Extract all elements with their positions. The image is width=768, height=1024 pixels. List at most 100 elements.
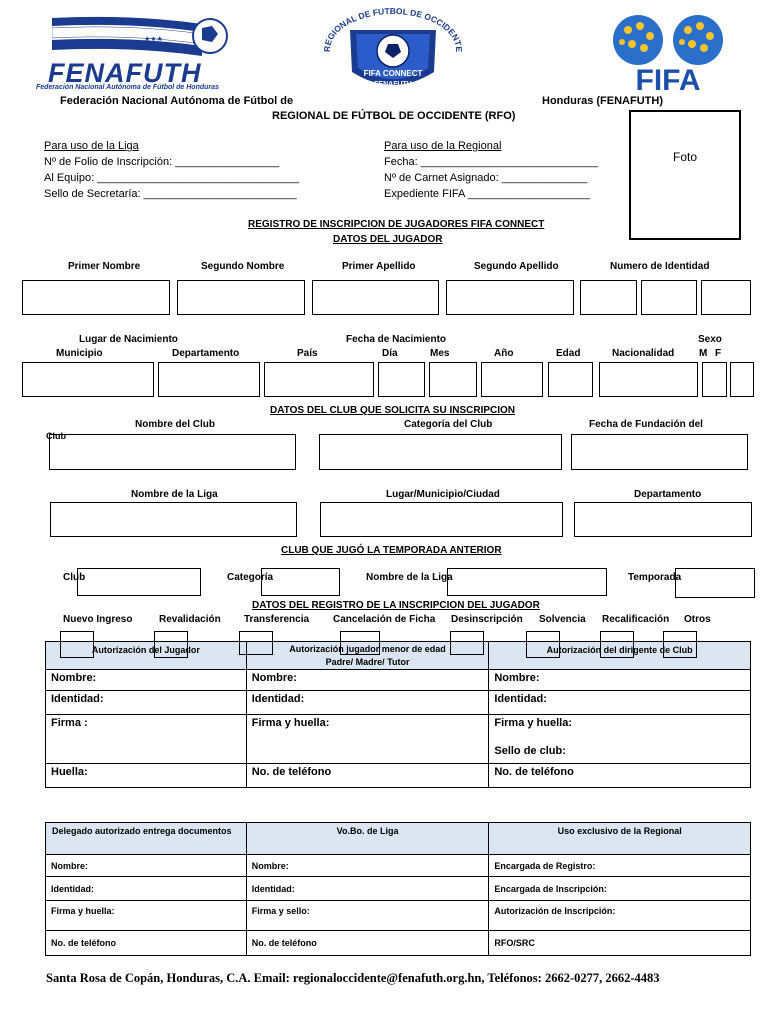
pais-input[interactable]	[264, 362, 374, 397]
segundo-nombre-label: Segundo Nombre	[201, 261, 285, 272]
table-row: Huella: No. de teléfono No. de teléfono	[45, 763, 751, 788]
nuevo-ingreso-checkbox[interactable]	[60, 631, 94, 658]
auth-nombre-tutor[interactable]: Nombre:	[245, 669, 490, 691]
otros-checkbox[interactable]	[663, 631, 697, 658]
edad-label: Edad	[556, 348, 581, 359]
primer-nombre-label: Primer Nombre	[68, 261, 141, 272]
auth-header-menor-sub: Padre/ Madre/ Tutor	[325, 657, 410, 667]
departamento-input[interactable]	[158, 362, 260, 397]
fecha-fundacion-label: Fecha de Fundación del	[589, 419, 703, 430]
categoria-club-label: Categoría del Club	[404, 419, 493, 430]
nombre-club-label: Nombre del Club	[135, 419, 216, 430]
recalificacion-checkbox[interactable]	[600, 631, 634, 658]
nacionalidad-input[interactable]	[599, 362, 698, 397]
folio-field[interactable]: Nº de Folio de Inscripción: ____________…	[44, 156, 280, 168]
nombre-liga-label: Nombre de la Liga	[131, 489, 218, 500]
auth-header-jugador: Autorización del Jugador	[45, 641, 247, 670]
auth-identidad-jugador[interactable]: Identidad:	[45, 690, 247, 715]
prev-club-input[interactable]	[77, 568, 201, 596]
prev-categoria-input[interactable]	[261, 568, 340, 596]
auth-telefono-dirigente[interactable]: No. de teléfono	[488, 763, 751, 788]
reg-type-revalidacion: Revalidación	[159, 614, 221, 625]
solvencia-checkbox[interactable]	[526, 631, 560, 658]
authorization-table: Autorización del Jugador Autorización ju…	[45, 641, 751, 788]
sexo-f-checkbox[interactable]	[730, 362, 754, 397]
auth-nombre-dirigente[interactable]: Nombre:	[488, 669, 751, 691]
municipio-input[interactable]	[22, 362, 154, 397]
regional-use-title: Para uso de la Regional	[384, 140, 502, 152]
dia-label: Día	[382, 348, 398, 359]
reg-type-title: DATOS DEL REGISTRO DE LA INSCRIPCION DEL…	[252, 600, 540, 611]
fecha-nacimiento-label: Fecha de Nacimiento	[346, 334, 447, 345]
delivery-identidad-liga[interactable]: Identidad:	[245, 876, 490, 901]
registro-title: REGISTRO DE INSCRIPCION DE JUGADORES FIF…	[248, 219, 545, 230]
nacionalidad-label: Nacionalidad	[612, 348, 675, 359]
nombre-club-input[interactable]	[49, 434, 296, 470]
desinscripcion-checkbox[interactable]	[450, 631, 484, 655]
photo-label: Foto	[672, 150, 697, 164]
sexo-f-label: F	[715, 348, 722, 359]
sexo-m-checkbox[interactable]	[702, 362, 727, 397]
regional-title: REGIONAL DE FÚTBOL DE OCCIDENTE (RFO)	[272, 110, 516, 122]
revalidacion-checkbox[interactable]	[154, 631, 188, 658]
delivery-identidad-delegado[interactable]: Identidad:	[45, 876, 247, 901]
municipio-label: Municipio	[56, 348, 103, 359]
prev-liga-input[interactable]	[447, 568, 607, 596]
fecha-field[interactable]: Fecha: _____________________________	[384, 156, 599, 168]
edad-input[interactable]	[548, 362, 593, 397]
carnet-field[interactable]: Nº de Carnet Asignado: ______________	[384, 172, 588, 184]
delivery-firma-liga[interactable]: Firma y sello:	[245, 900, 490, 931]
club-departamento-label: Departamento	[634, 489, 702, 500]
auth-header-menor-text: Autorización jugador menor de edad	[289, 644, 446, 654]
segundo-apellido-input[interactable]	[446, 280, 574, 315]
delivery-nombre-liga[interactable]: Nombre:	[245, 854, 490, 877]
svg-text:★★★: ★★★	[144, 35, 163, 43]
prev-season-title: CLUB QUE JUGÓ LA TEMPORADA ANTERIOR	[281, 545, 502, 556]
dia-input[interactable]	[378, 362, 425, 397]
sello-field[interactable]: Sello de Secretaría: ___________________…	[44, 188, 297, 200]
club-title: DATOS DEL CLUB QUE SOLICITA SU INSCRIPCI…	[270, 405, 516, 416]
club-departamento-input[interactable]	[574, 502, 752, 537]
club-overlap-label: Club	[46, 431, 66, 441]
identidad-input-3[interactable]	[701, 280, 751, 315]
identidad-input-2[interactable]	[641, 280, 697, 315]
prev-temporada-input[interactable]	[675, 568, 755, 598]
mes-input[interactable]	[429, 362, 477, 397]
primer-apellido-input[interactable]	[312, 280, 439, 315]
delivery-autorizacion-inscripcion[interactable]: Autorización de Inscripción:	[488, 900, 751, 931]
auth-firma-dirigente[interactable]: Firma y huella: Sello de club:	[488, 714, 751, 764]
sexo-label: Sexo	[698, 334, 722, 345]
delivery-encargada-registro[interactable]: Encargada de Registro:	[488, 854, 751, 877]
equipo-field[interactable]: Al Equipo: _____________________________…	[44, 172, 300, 184]
departamento-label: Departamento	[172, 348, 240, 359]
nombre-liga-input[interactable]	[50, 502, 297, 537]
delivery-rfo-src[interactable]: RFO/SRC	[488, 930, 751, 956]
auth-telefono-tutor[interactable]: No. de teléfono	[245, 763, 490, 788]
auth-firma-tutor[interactable]: Firma y huella:	[245, 714, 490, 764]
auth-firma-jugador[interactable]: Firma :	[45, 714, 247, 764]
segundo-nombre-input[interactable]	[177, 280, 305, 315]
identidad-input-1[interactable]	[580, 280, 637, 315]
auth-identidad-tutor[interactable]: Identidad:	[245, 690, 490, 715]
delivery-telefono-delegado[interactable]: No. de teléfono	[45, 930, 247, 956]
categoria-club-input[interactable]	[319, 434, 562, 470]
cancelacion-checkbox[interactable]	[340, 631, 380, 655]
expediente-field[interactable]: Expediente FIFA ____________________	[384, 188, 591, 200]
transferencia-checkbox[interactable]	[239, 631, 273, 655]
photo-box[interactable]: Foto	[629, 110, 741, 240]
primer-nombre-input[interactable]	[22, 280, 170, 315]
anio-input[interactable]	[481, 362, 543, 397]
delivery-encargada-inscripcion[interactable]: Encargada de Inscripción:	[488, 876, 751, 901]
delivery-firma-delegado[interactable]: Firma y huella:	[45, 900, 247, 931]
fecha-fundacion-input[interactable]	[571, 434, 748, 470]
delivery-telefono-liga[interactable]: No. de teléfono	[245, 930, 490, 956]
prev-liga-label: Nombre de la Liga	[366, 572, 453, 583]
auth-identidad-dirigente[interactable]: Identidad:	[488, 690, 751, 715]
auth-nombre-jugador[interactable]: Nombre:	[45, 669, 247, 691]
lugar-ciudad-input[interactable]	[320, 502, 563, 537]
sexo-m-label: M	[699, 348, 708, 359]
prev-categoria-label: Categoría	[227, 572, 274, 583]
rfo-mid-text: FIFA CONNECT	[364, 69, 423, 78]
auth-huella-jugador[interactable]: Huella:	[45, 763, 247, 788]
delivery-nombre-delegado[interactable]: Nombre:	[45, 854, 247, 877]
